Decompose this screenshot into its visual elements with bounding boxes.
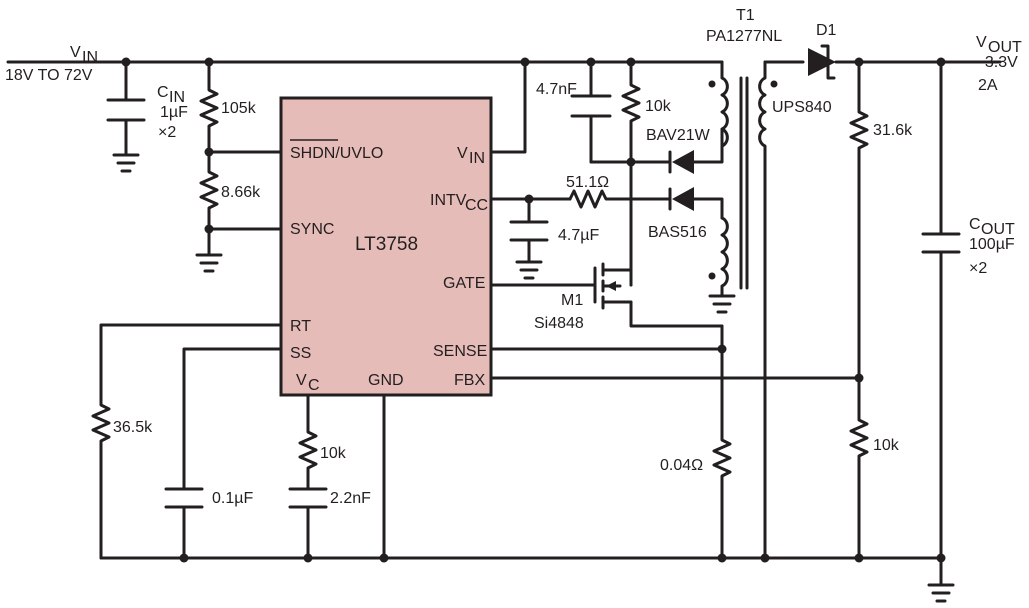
- c-01uf-label: 0.1µF: [212, 490, 253, 507]
- ground-icon: [927, 583, 955, 603]
- c-47uf-label: 4.7µF: [558, 227, 599, 244]
- ic-name: LT3758: [355, 234, 418, 255]
- bav21w-label: BAV21W: [646, 127, 711, 144]
- t1-label: T1: [736, 7, 755, 24]
- r-10k-vc-label: 10k: [320, 445, 347, 462]
- svg-text:–3.3V: –3.3V: [976, 54, 1018, 71]
- svg-text:100µF: 100µF: [969, 236, 1015, 253]
- svg-text:×2: ×2: [158, 124, 176, 141]
- ground-icon: [195, 253, 223, 273]
- r-316k-label: 31.6k: [873, 122, 913, 139]
- vout-label: V OUT –3.3V 2A: [976, 34, 1022, 94]
- pin-sync-label: SYNC: [290, 221, 334, 238]
- svg-text:IN: IN: [169, 89, 185, 106]
- pin-sense-label: SENSE: [433, 343, 487, 360]
- svg-text:OUT: OUT: [988, 39, 1022, 56]
- pin-fbx-label: FBX: [454, 372, 485, 389]
- pin-ss-label: SS: [290, 345, 311, 362]
- pin-vin-label: V IN: [457, 145, 485, 167]
- d1-schottky-icon: [763, 44, 1002, 80]
- svg-text:IN: IN: [469, 150, 485, 167]
- r-866k-label: 8.66k: [221, 184, 261, 201]
- r-10k-fb-label: 10k: [873, 437, 900, 454]
- pin-rt-label: RT: [290, 318, 311, 335]
- c-47nf-label: 4.7nF: [536, 81, 577, 98]
- ground-icon: [515, 260, 543, 280]
- c-22nf-label: 2.2nF: [330, 490, 371, 507]
- svg-text:V: V: [296, 372, 307, 389]
- vin-label: V IN: [70, 44, 98, 66]
- svg-text:×2: ×2: [969, 260, 987, 277]
- svg-text:CC: CC: [465, 197, 488, 214]
- svg-text:V: V: [976, 34, 987, 51]
- junction-dots: [121, 57, 946, 563]
- m1-part-label: Si4848: [534, 315, 584, 332]
- svg-text:OUT: OUT: [981, 221, 1015, 238]
- svg-text:C: C: [157, 84, 169, 101]
- svg-text:V: V: [70, 44, 81, 61]
- svg-text:2A: 2A: [978, 77, 998, 94]
- r-10k-top-label: 10k: [645, 98, 672, 115]
- vin-range: 18V TO 72V: [5, 67, 93, 84]
- d1-label: D1: [816, 22, 837, 39]
- r-105k-label: 105k: [221, 100, 257, 117]
- svg-text:IN: IN: [82, 49, 98, 66]
- bas516-label: BAS516: [648, 224, 707, 241]
- m1-label: M1: [561, 292, 583, 309]
- r-365k-label: 36.5k: [113, 419, 153, 436]
- pin-shdn-label: SHDN/UVLO: [290, 145, 383, 162]
- t1-part-label: PA1277NL: [706, 28, 782, 45]
- r-sense-label: 0.04Ω: [660, 457, 703, 474]
- t1-primary-winding: [708, 60, 729, 298]
- svg-text:C: C: [308, 377, 320, 394]
- pin-gnd-label: GND: [368, 372, 404, 389]
- cin-label: C IN 1µF ×2: [157, 84, 188, 141]
- r-511-label: 51.1Ω: [566, 174, 609, 191]
- bav21w-diode-icon: [668, 128, 724, 174]
- cout-label: C OUT 100µF ×2: [969, 216, 1015, 277]
- svg-text:INTV: INTV: [430, 192, 467, 209]
- d1-part-label: UPS840: [772, 99, 832, 116]
- t1-secondary-winding: [758, 60, 778, 560]
- svg-text:1µF: 1µF: [160, 104, 188, 121]
- ground-icon: [708, 294, 736, 314]
- svg-text:V: V: [457, 145, 468, 162]
- pin-intvcc-label: INTV CC: [430, 192, 488, 214]
- ground-icon: [112, 153, 140, 173]
- lt3758-chip: [279, 96, 493, 397]
- bas516-diode-icon: [668, 187, 724, 220]
- m1-mosfet-icon: [593, 262, 724, 328]
- pin-gate-label: GATE: [443, 275, 485, 292]
- t1-core: [739, 76, 749, 290]
- svg-text:C: C: [969, 216, 981, 233]
- pin-vc-label: V C: [296, 372, 320, 394]
